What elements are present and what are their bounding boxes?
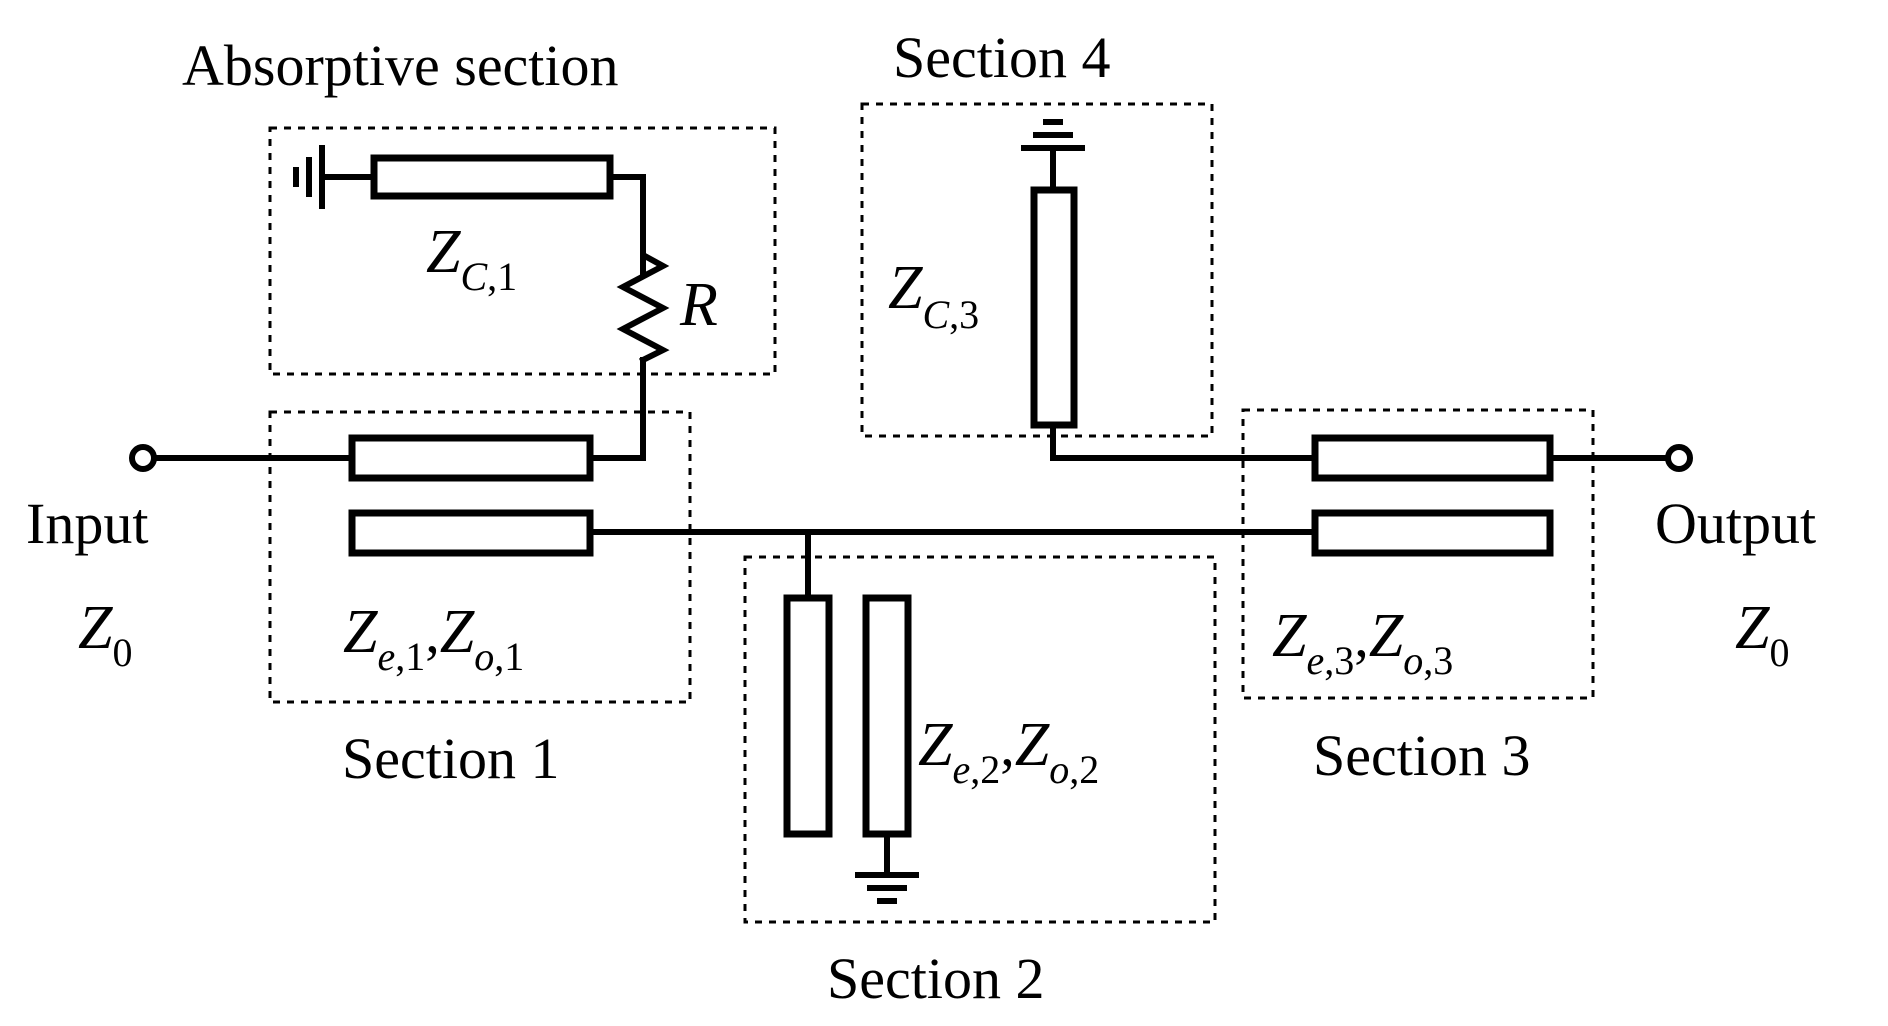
output-z0-label: Z0 (1735, 594, 1789, 675)
zc3-stub (1030, 186, 1078, 429)
section3-box (1241, 408, 1595, 700)
section3-label: Section 3 (1313, 723, 1530, 788)
zc1-stub (370, 154, 614, 200)
sec1-impedance-label: Ze,1,Zo,1 (343, 598, 524, 679)
sec2-impedance-label: Ze,2,Zo,2 (918, 711, 1099, 792)
section4-box (860, 102, 1214, 438)
absorptive-section-box (268, 126, 777, 376)
absorptive-section-label: Absorptive section (182, 33, 619, 98)
sec3-impedance-label: Ze,3,Zo,3 (1272, 602, 1453, 683)
zc1-ground-icon (293, 145, 325, 209)
section4-label: Section 4 (893, 25, 1110, 90)
sec3-line-top (1311, 434, 1554, 482)
sec1-line-bottom (348, 509, 594, 557)
zc3-label: ZC,3 (888, 254, 979, 337)
sec2-line-right (862, 594, 912, 838)
input-label: Input (26, 491, 148, 556)
section1-box (268, 410, 692, 704)
sec2-line-left (783, 594, 833, 838)
sec1-to-resistor-wire (587, 357, 646, 461)
zc3-to-sec3-wire (1050, 422, 1318, 461)
output-port (1665, 444, 1693, 472)
section1-label: Section 1 (342, 726, 559, 791)
resistor-label: R (679, 271, 718, 339)
resistor-symbol (616, 242, 670, 365)
input-port (129, 444, 157, 472)
zc3-ground-icon (1021, 119, 1085, 151)
zc1-label: ZC,1 (426, 218, 517, 299)
input-z0-label: Z0 (78, 594, 132, 675)
sec3-line-bottom (1311, 509, 1554, 557)
resistor-to-zc1-wire (607, 174, 646, 278)
section2-label: Section 2 (827, 946, 1044, 1011)
sec2-ground-icon (855, 872, 919, 904)
sec1-line-top (348, 434, 594, 482)
section2-box (743, 555, 1217, 924)
output-label: Output (1655, 491, 1816, 556)
